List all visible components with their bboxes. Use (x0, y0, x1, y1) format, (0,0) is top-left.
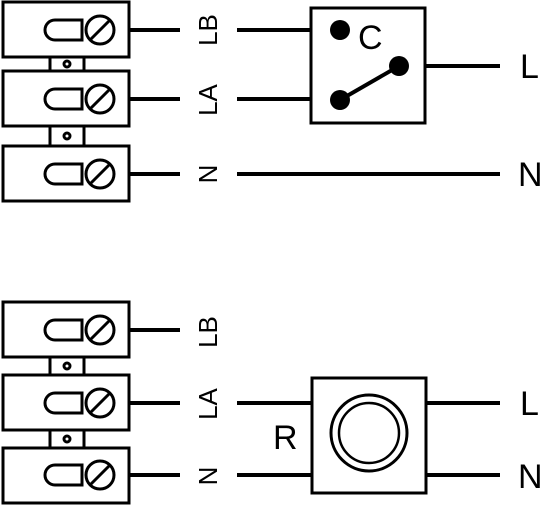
two-way-switch: C (309, 6, 427, 125)
terminal-la (1, 373, 131, 432)
switch-contact-common (389, 56, 409, 76)
switch-lever (339, 64, 400, 102)
terminal-n (1, 446, 131, 505)
top-supply-label-n: N (518, 156, 543, 194)
top-label-la: LA (193, 83, 223, 115)
terminal-lb (1, 0, 131, 59)
terminal-link-dot (62, 59, 72, 69)
top-supply-label-l: L (520, 48, 539, 86)
top-label-n: N (193, 165, 223, 184)
top-terminal-block (1, 0, 131, 203)
bottom-supply-label-n: N (518, 458, 543, 496)
device-label-r: R (273, 419, 298, 457)
bottom-label-la: LA (193, 387, 223, 419)
switch-label-c: C (358, 19, 383, 57)
bottom-supply-label-l: L (520, 385, 539, 423)
terminal-link-dot (62, 131, 72, 141)
terminal-n (1, 144, 131, 203)
terminal-la (1, 69, 131, 128)
top-label-lb: LB (193, 14, 223, 46)
switch-box (309, 6, 427, 125)
bottom-terminal-block (1, 300, 131, 505)
bottom-label-n: N (193, 467, 223, 486)
bottom-wires (129, 328, 500, 477)
terminal-lb (1, 300, 131, 359)
rotary-knob-icon (329, 393, 409, 473)
terminal-link-dot (62, 361, 72, 371)
switch-contact-la (330, 90, 350, 110)
rotary-device (310, 376, 428, 495)
terminal-link-dot (62, 434, 72, 444)
switch-contact-c (330, 20, 350, 40)
bottom-label-lb: LB (193, 316, 223, 348)
